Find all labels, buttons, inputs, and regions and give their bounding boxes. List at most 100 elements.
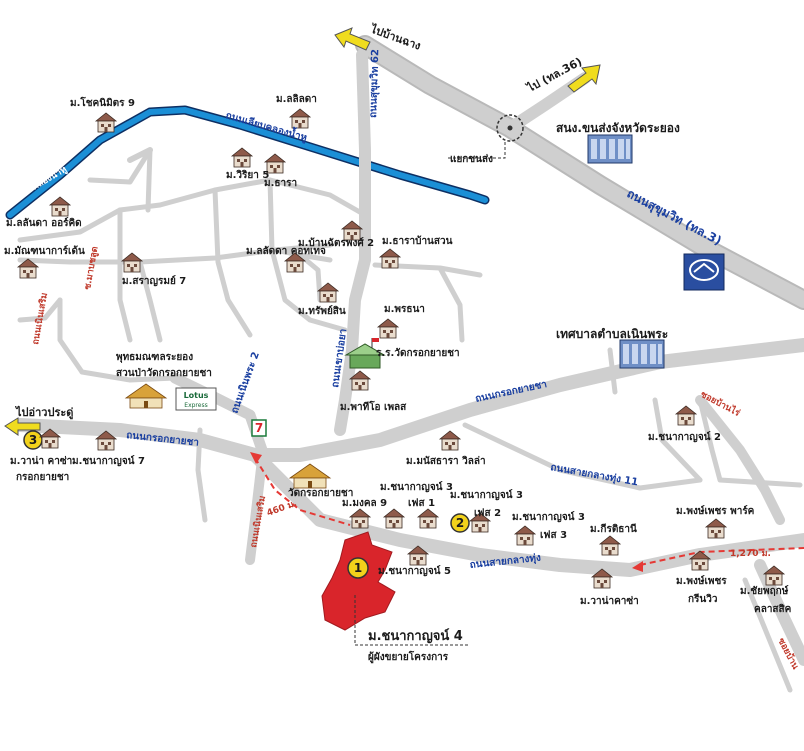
lotus-text: Lotus bbox=[184, 391, 209, 400]
minor-road bbox=[57, 297, 85, 375]
label-to-ao-pradu: ไปอ่าวประดู่ bbox=[14, 405, 73, 420]
label-chanakarn3-2b: เฟส 2 bbox=[474, 507, 501, 519]
minor-road bbox=[137, 259, 163, 343]
house-icon bbox=[379, 248, 401, 269]
minor-road bbox=[117, 177, 368, 218]
house-icon bbox=[121, 252, 143, 273]
minor-road bbox=[267, 177, 348, 333]
label-sarunrom7: ม.สราญรมย์ 7 bbox=[122, 275, 186, 287]
mazda-logo-icon bbox=[683, 253, 725, 291]
label-school: ร.ร.วัดกรอกยายชา bbox=[376, 347, 460, 359]
label-phongphet-park: ม.พงษ์เพชร พาร์ค bbox=[676, 505, 755, 517]
label-sap-sin: ม.ทรัพย์สิน bbox=[298, 305, 346, 317]
label-park: พุทธมณฑลระยอง bbox=[116, 352, 193, 363]
label-project-subtitle: ผู้ผังขยายโครงการ bbox=[368, 650, 449, 664]
arrow-road36 bbox=[567, 64, 601, 93]
house-icon bbox=[289, 108, 311, 129]
label-chanakarn3-1: ม.ชนากาญจน์ 3 bbox=[380, 481, 453, 493]
canal-side-road bbox=[127, 147, 153, 163]
seven-eleven-text: 7 bbox=[255, 421, 263, 435]
house-icon bbox=[675, 405, 697, 426]
canal bbox=[7, 107, 488, 218]
label-chanakarn3-2: ม.ชนากาญจน์ 3 bbox=[450, 489, 523, 501]
label-mongkol9: ม.มงคล 9 bbox=[342, 498, 387, 509]
label-wana-kacha-b: ม.วาน่าคาซ่า bbox=[580, 595, 639, 607]
label-lalda-cotton: ม.ลลัดดา คอทเทจ bbox=[246, 245, 326, 257]
house-icon bbox=[49, 196, 71, 217]
project-plot bbox=[321, 531, 396, 631]
minor-road bbox=[212, 187, 253, 338]
direction-arrows bbox=[4, 27, 601, 436]
label-prapatio: ม.พาทีโอ เพลส bbox=[340, 400, 407, 413]
minor-road bbox=[17, 242, 333, 265]
label-phongphet-green: ม.พงษ์เพชร bbox=[676, 575, 727, 587]
minor-road bbox=[17, 297, 63, 323]
temple-icon bbox=[289, 463, 331, 489]
label-kirithani: ม.กีรติธานี bbox=[590, 523, 637, 535]
temple-park-icon bbox=[125, 383, 167, 409]
minor-road bbox=[742, 577, 793, 693]
house-icon bbox=[383, 508, 405, 529]
phlong-pai-road bbox=[695, 395, 785, 525]
junction-pointer bbox=[448, 142, 506, 159]
label-transport-office: สนง.ขนส่งจังหวัดระยอง bbox=[556, 121, 680, 135]
minor-road bbox=[145, 147, 153, 213]
badge-1: 1 bbox=[347, 557, 369, 579]
transport-office-icon bbox=[587, 134, 633, 164]
label-noen-phra2: ถนนเนินพระ 2 bbox=[229, 350, 262, 415]
label-municipality: เทศบาลตำบลเนินพระ bbox=[556, 327, 668, 341]
label-thara: ม.ธารา bbox=[264, 178, 297, 189]
sai-klang-thung-road bbox=[248, 448, 804, 577]
minor-road bbox=[652, 397, 703, 483]
route-460 bbox=[254, 457, 351, 526]
lotus-store-icon: Lotus Express bbox=[175, 387, 217, 411]
label-chaiyapruek2: คลาสสิค bbox=[754, 603, 792, 615]
house-icon bbox=[599, 535, 621, 556]
badge-3-text: 3 bbox=[29, 433, 37, 447]
arrow-ao-pradu bbox=[4, 417, 41, 436]
label-chanakarn7: ม.ชนากาญจน์ 7 bbox=[72, 455, 145, 467]
label-chok-nimit9: ม.โชคนิมิตร 9 bbox=[70, 96, 135, 109]
label-chanakarn3-1b: เฟส 1 bbox=[408, 497, 435, 509]
minor-road bbox=[437, 265, 465, 343]
badge-1-text: 1 bbox=[354, 561, 362, 575]
label-landa-orchid: ม.ลลันดา ออร์คิด bbox=[6, 217, 82, 229]
label-small-left: ซ.มาบชลูด bbox=[83, 246, 100, 291]
minor-road bbox=[462, 422, 703, 491]
label-chaiyapruek: ม.ชัยพฤกษ์ bbox=[740, 585, 789, 597]
school-icon bbox=[344, 338, 386, 369]
house-icon bbox=[377, 318, 399, 339]
house-icon bbox=[231, 147, 253, 168]
house-icon bbox=[349, 508, 371, 529]
label-sai-klang-thung11: ถนนสายกลางทุ่ง 11 bbox=[549, 461, 639, 488]
label-thara-ban-suan: ม.ธาราบ้านสวน bbox=[382, 235, 453, 247]
label-phongphet-green2: กรีนวิว bbox=[688, 593, 718, 605]
lotus-sub-text: Express bbox=[184, 402, 207, 409]
label-lalda: ม.ลลิลดา bbox=[276, 93, 317, 105]
label-distance-460: 460 ม. bbox=[266, 499, 299, 519]
house-icon bbox=[95, 112, 117, 133]
minor-road bbox=[79, 369, 178, 383]
label-distance-1270: 1,270 ม. bbox=[730, 549, 771, 559]
label-chanakarn3-3b: เฟส 3 bbox=[540, 529, 567, 541]
route-arrow-head bbox=[250, 452, 262, 464]
minor-road bbox=[17, 207, 123, 243]
label-wana-kacha2: กรอกยายชา bbox=[16, 472, 69, 483]
minor-road bbox=[117, 207, 133, 343]
municipality-icon bbox=[619, 339, 665, 369]
label-wiriya: ม.วิริยา 5 bbox=[226, 169, 269, 181]
minor-road bbox=[87, 147, 153, 185]
badge-2: 2 bbox=[450, 513, 470, 533]
label-porn-thana: ม.พรธนา bbox=[384, 304, 425, 315]
label-wana-kacha: ม.วาน่า คาซ่า bbox=[10, 455, 72, 467]
label-temple: วัดกรอกยายชา bbox=[288, 487, 353, 499]
junction-circle bbox=[496, 114, 524, 142]
route-arrow-head bbox=[632, 561, 643, 572]
label-park2: สวนป่าวัดกรอกยายชา bbox=[116, 367, 212, 379]
house-icon bbox=[439, 430, 461, 451]
house-icon bbox=[705, 518, 727, 539]
label-manuthara: ม.มนัสธารา วิลล่า bbox=[406, 455, 486, 467]
label-junction: แยกชนส่ง bbox=[450, 153, 493, 165]
seven-eleven-icon: 7 bbox=[251, 419, 267, 437]
